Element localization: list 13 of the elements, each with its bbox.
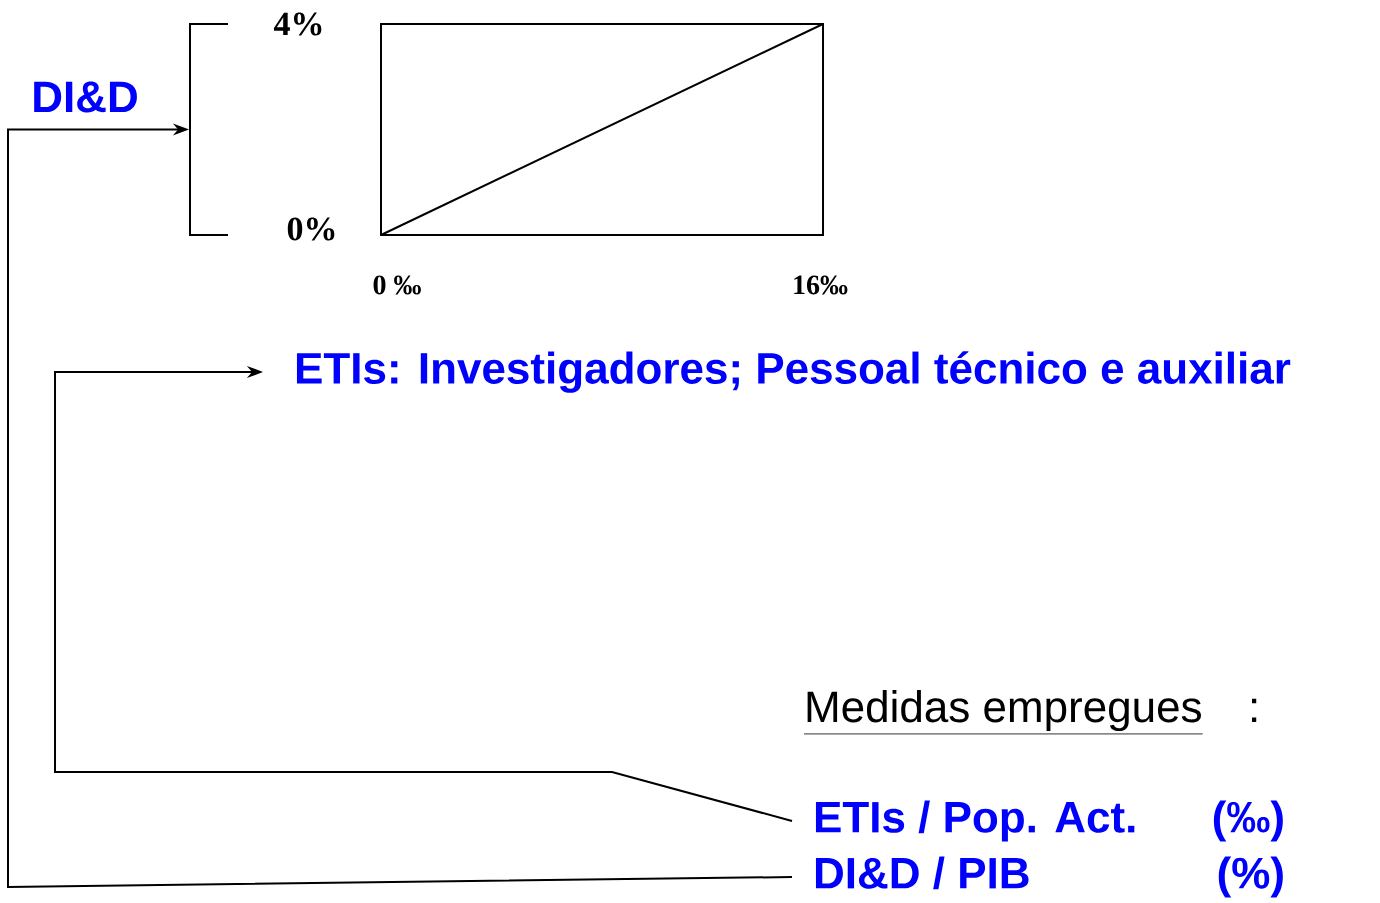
colon: : xyxy=(1252,698,1257,722)
arrow xyxy=(54,365,793,822)
measure-label: ETIs: Investigadores; Pessoal técnico e auxiliar xyxy=(296,351,1291,393)
arrow xyxy=(7,123,793,888)
axis-tick-label: 0% xyxy=(287,217,335,241)
bracket xyxy=(189,23,229,236)
axis-tick-label: 4% xyxy=(274,12,322,36)
axis-tick-label: 16‰ xyxy=(794,275,848,295)
measure-label: ETIs / Pop. Act. (‰) xyxy=(815,800,1283,842)
edge-label: DI&D xyxy=(34,81,137,113)
axis-tick-label: 0 ‰ xyxy=(373,275,421,295)
measure-label: DI&D / PIB (%) xyxy=(815,856,1283,898)
heading: Medidas empregues xyxy=(803,690,1204,735)
